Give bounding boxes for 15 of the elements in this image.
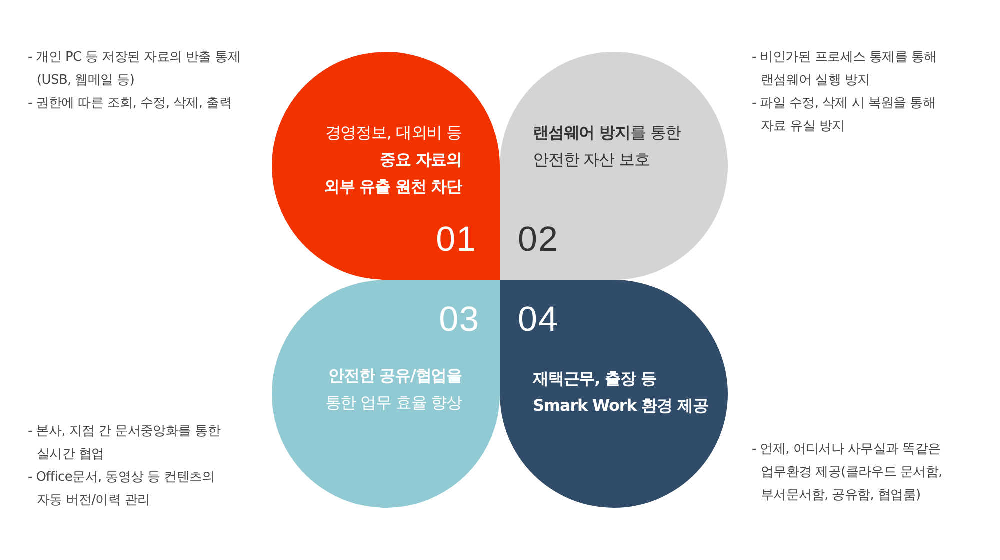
petal-description: 안전한 공유/협업을 통한 업무 효율 향상 [325, 365, 462, 414]
bullet-note: - 본사, 지점 간 문서중앙화를 통한 실시간 협업 [28, 423, 220, 464]
step-number: 03 [439, 302, 480, 338]
bullet-note: - 비인가된 프로세스 통제를 통해 랜섬웨어 실행 방지 [752, 49, 937, 90]
step-number: 02 [518, 222, 559, 258]
petal-description: 랜섬웨어 방지를 통한 안전한 자산 보호 [533, 122, 682, 171]
bullet-note: - Office문서, 동영상 등 컨텐츠의 자동 버전/이력 관리 [28, 469, 216, 510]
bullet-note: - 권한에 따른 조회, 수정, 삭제, 출력 [28, 95, 233, 113]
step-number: 04 [518, 302, 559, 338]
bullet-note: - 언제, 어디서나 사무실과 똑같은 업무환경 제공(클라우드 문서함, 부서문서함, 공유함, 협업룸) [752, 441, 942, 505]
bullet-note: - 파일 수정, 삭제 시 복원을 통해 자료 유실 방지 [752, 95, 937, 136]
petal-description: 재택근무, 출장 등 Smark Work 환경 제공 [533, 368, 708, 417]
step-number: 01 [436, 222, 477, 258]
petal-description: 경영정보, 대외비 등 중요 자료의 외부 유출 원천 차단 [324, 122, 462, 198]
bullet-note: - 개인 PC 등 저장된 자료의 반출 통제 (USB, 웹메일 등) [28, 49, 241, 90]
